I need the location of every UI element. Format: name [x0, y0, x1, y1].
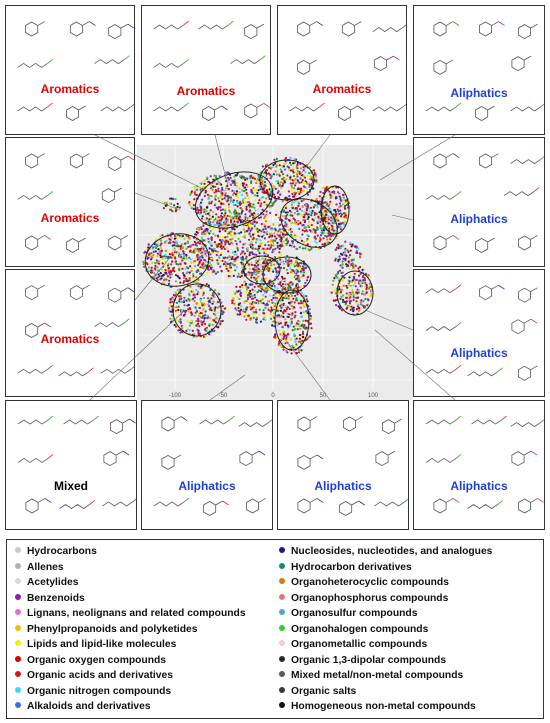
legend-item: Organophosphorus compounds [279, 593, 448, 604]
legend-dot-icon [15, 624, 21, 631]
panel-aromatics-2: Aromatics [141, 5, 271, 135]
legend-dot-icon [15, 593, 21, 600]
legend-dot-icon [279, 609, 285, 616]
legend-dot-icon [15, 578, 21, 585]
panel-label: Aliphatics [450, 479, 508, 493]
panel-aromatics-5: Aromatics [5, 269, 135, 397]
structure-sketches [17, 415, 136, 514]
legend-item: Allenes [15, 562, 64, 573]
x-tick-label: -50 [219, 393, 228, 399]
structure-sketches [289, 21, 406, 121]
legend-item: Hydrocarbons [15, 546, 97, 557]
panel-label: Aromatics [312, 82, 372, 96]
legend-item: Homogeneous non-metal compounds [279, 701, 476, 712]
legend-item: Organosulfur compounds [279, 608, 417, 619]
legend-item: Nucleosides, nucleotides, and analogues [279, 546, 492, 557]
x-tick-label: -100 [169, 393, 182, 399]
legend-dot-icon [15, 547, 21, 554]
panel-aromatics-4: Aromatics [5, 137, 135, 267]
legend-item: Organic 1,3-dipolar compounds [279, 655, 446, 666]
structure-sketches [425, 21, 544, 121]
legend-item: Phenylpropanoids and polyketides [15, 624, 198, 635]
scatter-svg: -100 -50 0 50 100 [137, 145, 413, 400]
legend-dot-icon [279, 671, 285, 678]
legend-item: Benzenoids [15, 593, 85, 604]
legend-dot-icon [15, 609, 21, 616]
panel-aliphatics-3: Aliphatics [413, 269, 545, 397]
legend-dot-icon [279, 655, 285, 662]
panel-label: Aromatics [40, 332, 100, 346]
legend-item: Lipids and lipid-like molecules [15, 639, 176, 650]
tsne-scatter-plot: -100 -50 0 50 100 [137, 145, 413, 400]
legend-item: Alkaloids and derivatives [15, 701, 151, 712]
panel-aliphatics-5: Aliphatics [277, 400, 409, 530]
legend-dot-icon [15, 686, 21, 693]
legend-dot-icon [279, 562, 285, 569]
panel-label: Aliphatics [450, 212, 508, 226]
panel-label: Aliphatics [314, 479, 372, 493]
legend-item: Organoheterocyclic compounds [279, 577, 449, 588]
legend-dot-icon [15, 655, 21, 662]
legend-item: Organohalogen compounds [279, 624, 428, 635]
structure-sketches [17, 21, 134, 121]
panel-label: Aliphatics [450, 346, 508, 360]
legend-dot-icon [279, 624, 285, 631]
structure-sketches [297, 416, 408, 516]
legend: Hydrocarbons Allenes Acetylides Benzenoi… [6, 539, 544, 719]
legend-dot-icon [15, 702, 21, 709]
panel-mixed: Mixed [5, 400, 137, 530]
panel-aliphatics-4: Aliphatics [141, 400, 273, 530]
legend-dot-icon [15, 671, 21, 678]
legend-dot-icon [279, 702, 285, 709]
structure-sketches [425, 415, 544, 514]
structure-sketches [17, 153, 134, 253]
structure-sketches [425, 153, 544, 253]
legend-dot-icon [279, 640, 285, 647]
legend-dot-icon [279, 578, 285, 585]
panel-aliphatics-2: Aliphatics [413, 137, 545, 267]
panel-aliphatics-1: Aliphatics [413, 5, 545, 135]
structure-sketches [425, 284, 538, 381]
panel-label: Aliphatics [178, 479, 236, 493]
legend-dot-icon [279, 593, 285, 600]
panel-label: Aromatics [176, 84, 236, 98]
legend-dot-icon [15, 562, 21, 569]
x-tick-label: 0 [271, 393, 275, 399]
legend-item: Acetylides [15, 577, 79, 588]
legend-item: Organometallic compounds [279, 639, 427, 650]
legend-dot-icon [279, 686, 285, 693]
panel-aromatics-3: Aromatics [277, 5, 407, 135]
legend-item: Mixed metal/non-metal compounds [279, 670, 463, 681]
plot-background [137, 145, 413, 400]
structure-sketches [153, 415, 272, 516]
legend-item: Hydrocarbon derivatives [279, 562, 412, 573]
x-tick-label: 100 [368, 393, 379, 399]
legend-item: Organic nitrogen compounds [15, 686, 171, 697]
structure-sketches [153, 20, 270, 121]
legend-dot-icon [15, 640, 21, 647]
legend-item: Organic salts [279, 686, 356, 697]
panel-label: Aromatics [40, 211, 100, 225]
panel-aliphatics-6: Aliphatics [413, 400, 545, 530]
legend-dot-icon [279, 547, 285, 554]
panel-aromatics-1: Aromatics [5, 5, 135, 135]
legend-item: Organic oxygen compounds [15, 655, 166, 666]
legend-item: Lignans, neolignans and related compound… [15, 608, 246, 619]
x-tick-label: 50 [320, 393, 327, 399]
panel-label: Aliphatics [450, 86, 508, 100]
panel-label: Mixed [53, 479, 88, 493]
legend-item: Organic acids and derivatives [15, 670, 173, 681]
panel-label: Aromatics [40, 82, 100, 96]
